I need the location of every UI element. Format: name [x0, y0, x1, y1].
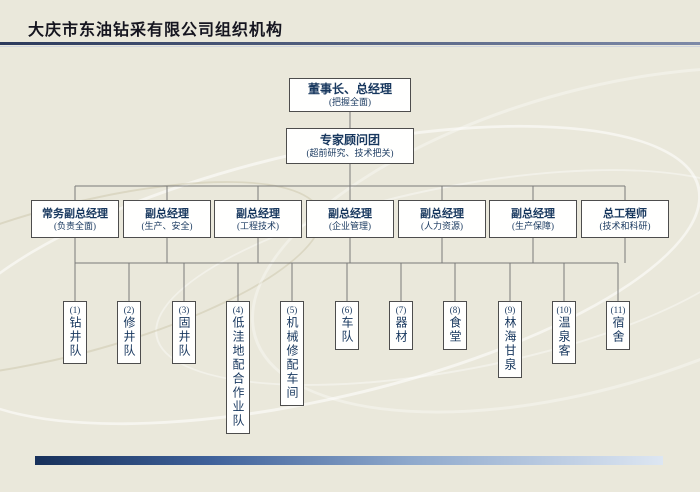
unit-number: (4) [232, 305, 244, 315]
org-box-manager-6: 副总经理 (生产保障) [489, 200, 577, 238]
unit-number: (6) [341, 305, 353, 315]
unit-name: 修井队 [122, 316, 136, 358]
title-divider [0, 42, 700, 45]
unit-number: (3) [178, 305, 190, 315]
unit-name: 车队 [340, 316, 354, 344]
unit-number: (7) [395, 305, 407, 315]
org-box-unit-11: (11) 宿舍 [606, 301, 630, 350]
org-box-title: 董事长、总经理 [307, 82, 392, 96]
unit-number: (8) [449, 305, 461, 315]
org-box-unit-6: (6) 车队 [335, 301, 359, 350]
org-box-advisory-group: 专家顾问团 (超前研究、技术把关) [286, 128, 414, 164]
unit-name: 低洼地配合作业队 [231, 316, 245, 428]
background-swirl [212, 0, 700, 481]
org-box-unit-8: (8) 食堂 [443, 301, 467, 350]
org-box-chief-engineer: 总工程师 (技术和科研) [581, 200, 669, 238]
org-box-unit-2: (2) 修井队 [117, 301, 141, 364]
unit-number: (1) [69, 305, 81, 315]
unit-name: 林海甘泉 [503, 316, 517, 372]
unit-number: (2) [123, 305, 135, 315]
page-title: 大庆市东油钻采有限公司组织机构 [28, 22, 284, 39]
org-box-subtitle: (人力资源) [421, 220, 463, 231]
org-box-subtitle: (负责全面) [54, 220, 96, 231]
org-box-manager-5: 副总经理 (人力资源) [398, 200, 486, 238]
org-box-title: 常务副总经理 [42, 207, 108, 220]
bottom-accent-bar [35, 456, 663, 465]
unit-name: 机械修配车间 [285, 316, 299, 400]
org-box-unit-9: (9) 林海甘泉 [498, 301, 522, 378]
unit-name: 钻井队 [68, 316, 82, 358]
unit-name: 温泉客 [557, 316, 571, 358]
org-box-title: 总工程师 [603, 207, 647, 220]
org-box-subtitle: (生产保障) [512, 220, 554, 231]
org-box-title: 专家顾问团 [319, 133, 380, 147]
org-box-subtitle: (工程技术) [237, 220, 279, 231]
org-box-manager-1: 常务副总经理 (负责全面) [31, 200, 119, 238]
unit-name: 食堂 [448, 316, 462, 344]
org-box-manager-4: 副总经理 (企业管理) [306, 200, 394, 238]
org-box-unit-4: (4) 低洼地配合作业队 [226, 301, 250, 434]
unit-number: (5) [286, 305, 298, 315]
unit-number: (11) [610, 305, 626, 315]
org-box-manager-2: 副总经理 (生产、安全) [123, 200, 211, 238]
org-box-title: 副总经理 [236, 207, 280, 220]
org-box-subtitle: (企业管理) [329, 220, 371, 231]
org-box-subtitle: (超前研究、技术把关) [306, 148, 394, 158]
org-box-title: 副总经理 [145, 207, 189, 220]
unit-name: 固井队 [177, 316, 191, 358]
org-box-title: 副总经理 [420, 207, 464, 220]
unit-name: 器材 [394, 316, 408, 344]
org-box-manager-3: 副总经理 (工程技术) [214, 200, 302, 238]
org-box-unit-10: (10) 温泉客 [552, 301, 576, 364]
unit-number: (10) [556, 305, 572, 315]
background-swirl [138, 127, 700, 428]
org-box-subtitle: (把握全面) [329, 97, 371, 107]
unit-number: (9) [504, 305, 516, 315]
org-box-unit-5: (5) 机械修配车间 [280, 301, 304, 406]
org-box-chairman: 董事长、总经理 (把握全面) [289, 78, 411, 112]
org-box-subtitle: (技术和科研) [599, 220, 651, 231]
title-divider-thin [0, 46, 700, 47]
org-box-unit-1: (1) 钻井队 [63, 301, 87, 364]
org-box-subtitle: (生产、安全) [141, 220, 193, 231]
org-box-unit-3: (3) 固井队 [172, 301, 196, 364]
org-box-title: 副总经理 [511, 207, 555, 220]
unit-name: 宿舍 [611, 316, 625, 344]
org-box-title: 副总经理 [328, 207, 372, 220]
org-box-unit-7: (7) 器材 [389, 301, 413, 350]
